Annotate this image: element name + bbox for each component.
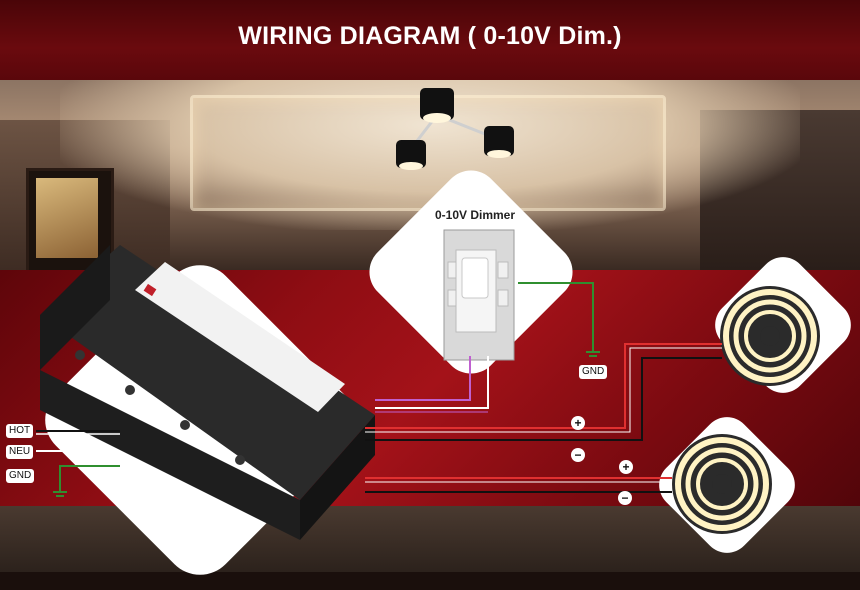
dimmer-wires [375,282,600,413]
led-driver-icon [40,245,375,540]
led-strip-reel-icon-1 [720,286,820,386]
hot-label: HOT [6,424,34,438]
dimmer-label: 0-10V Dimmer [434,208,516,222]
led-strip-reel-icon-2 [672,434,772,534]
wiring-diagram [36,88,820,540]
dimmer-switch-icon [443,229,515,361]
minus-icon: − [618,491,632,505]
gnd-label: GND [6,469,35,483]
input-wires [36,430,120,497]
plus-icon: + [571,416,585,430]
minus-icon: − [571,448,585,462]
page-title: WIRING DIAGRAM ( 0-10V Dim.) [238,22,622,50]
ceiling-lamp-icon [396,88,514,170]
title-banner [0,0,860,80]
output-wires [365,343,722,493]
neu-label: NEU [6,445,34,459]
wall-picture-art [36,178,98,258]
plus-icon: + [619,460,633,474]
dimmer-gnd-label: GND [579,365,608,379]
